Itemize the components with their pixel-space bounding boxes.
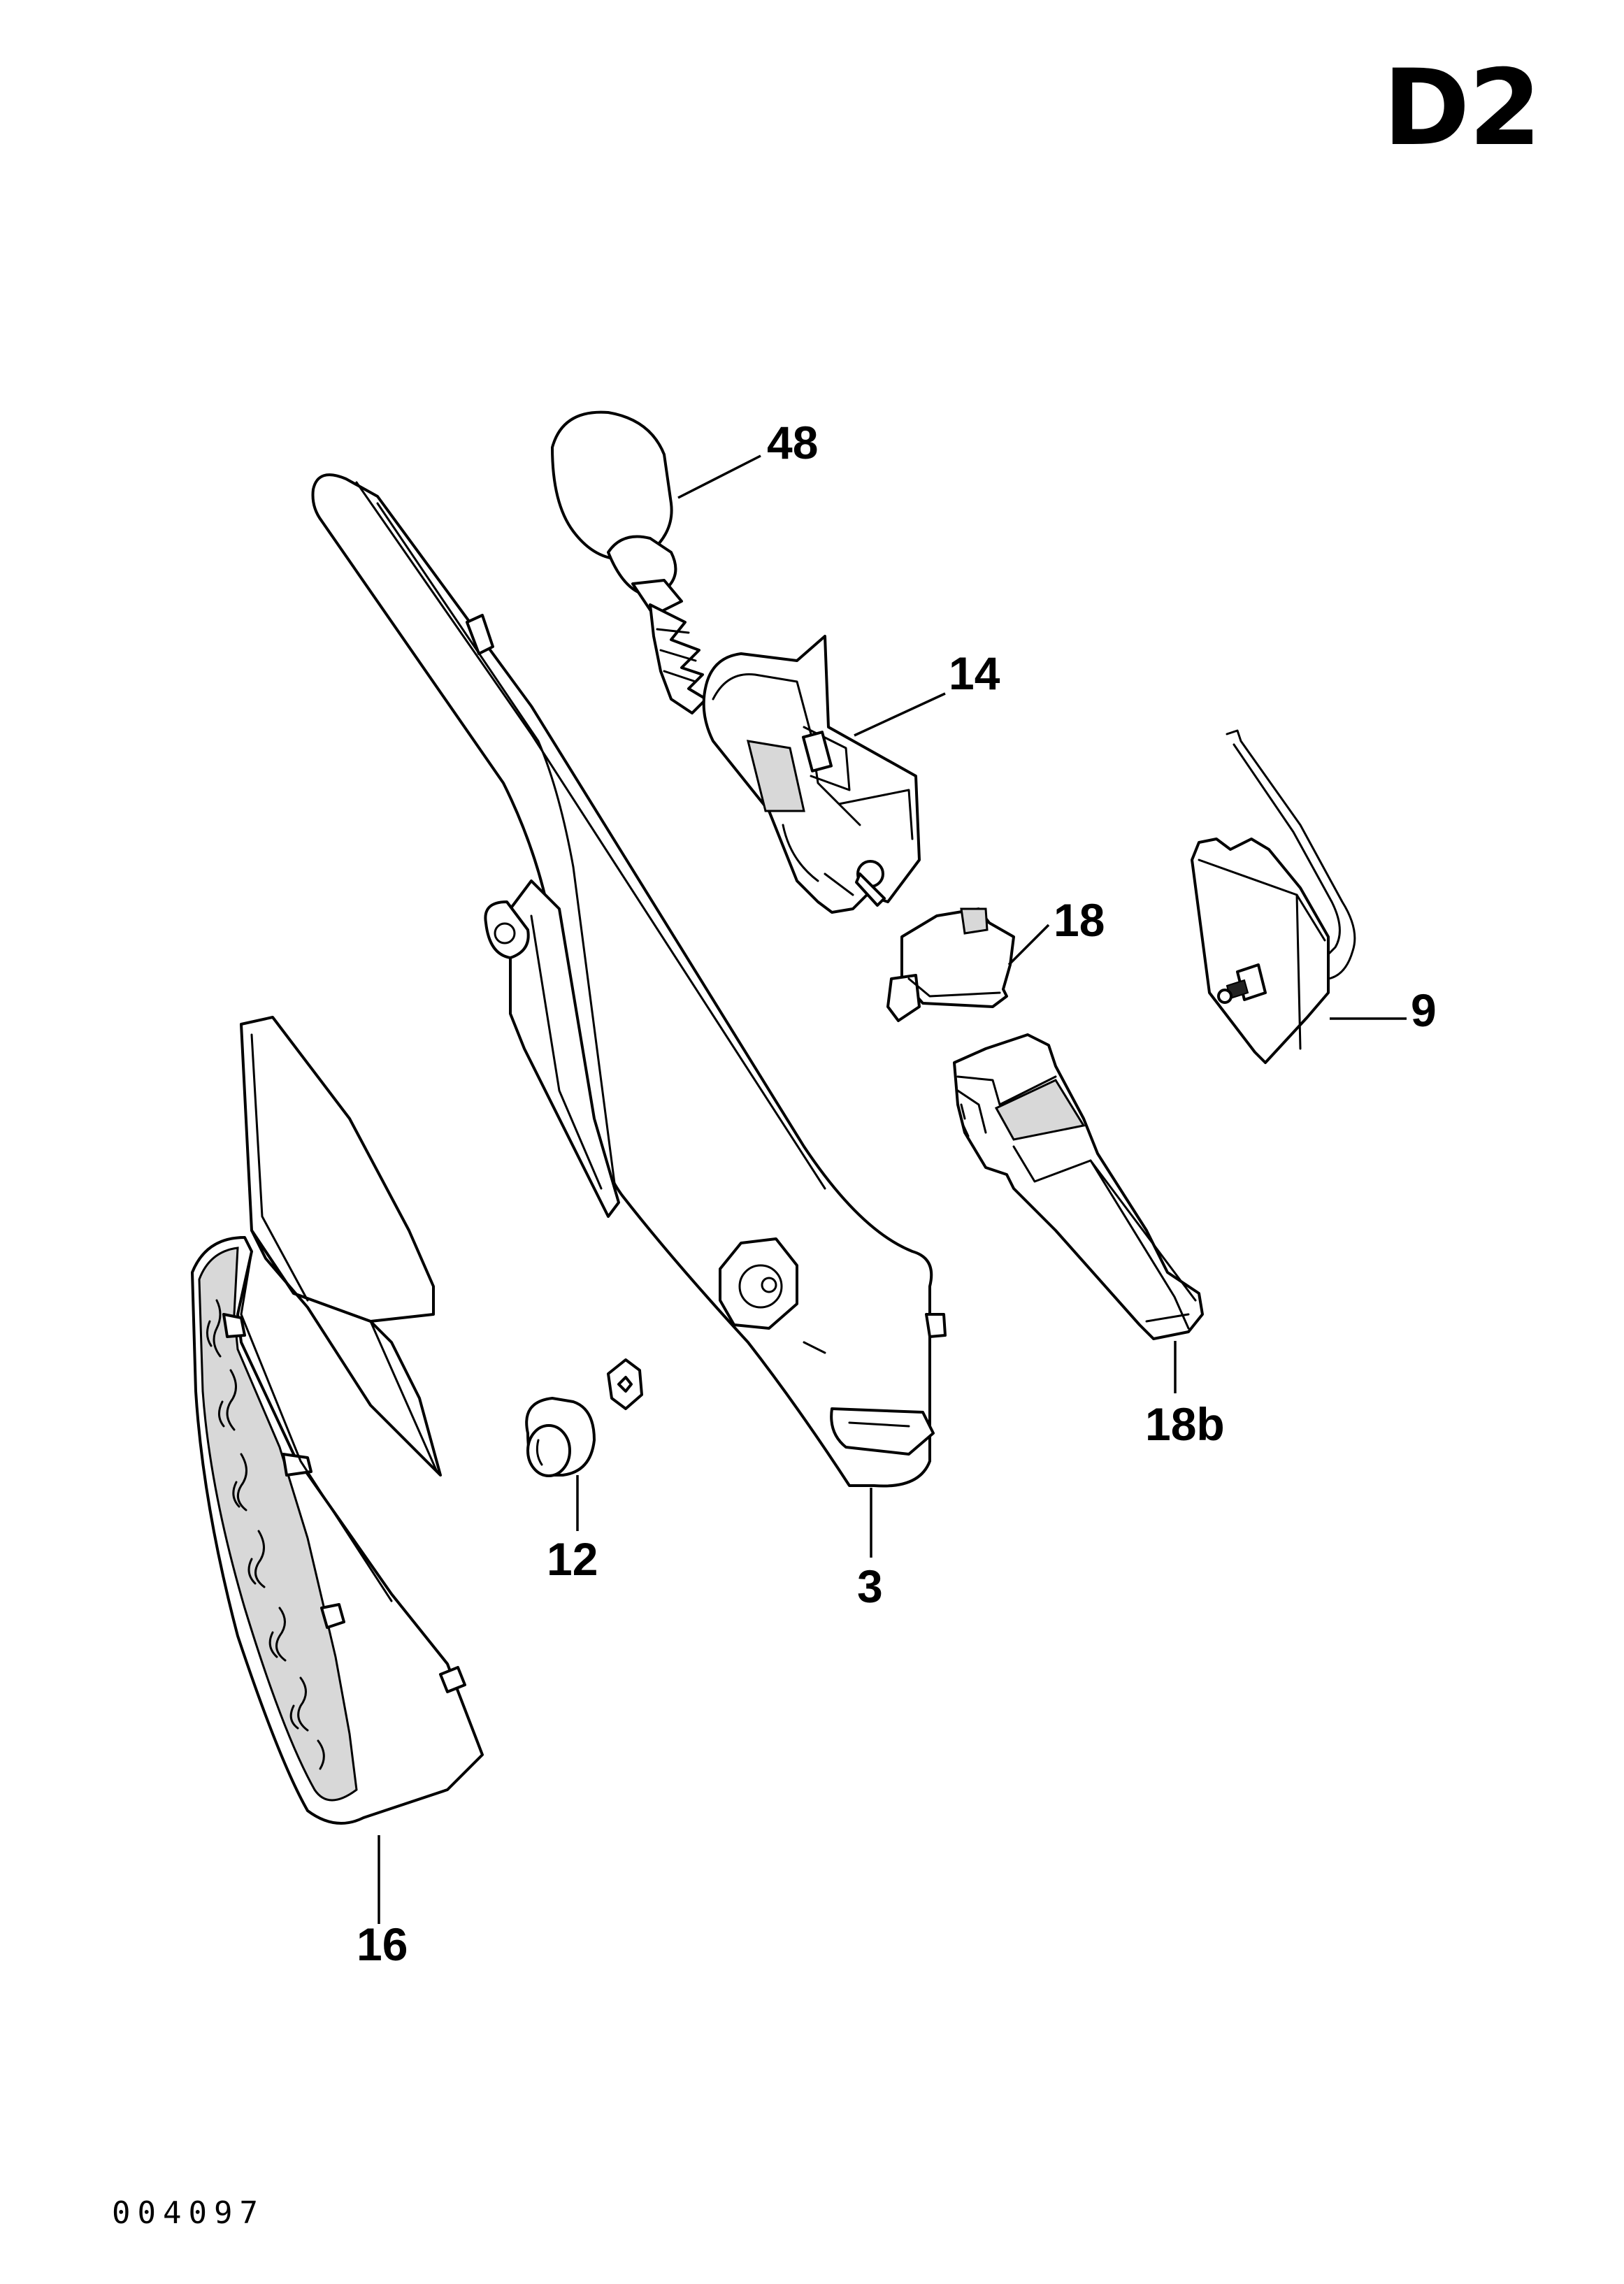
part-16-pedal-pad: [191, 1236, 484, 1825]
callout-14: 14: [949, 647, 1000, 699]
callout-12: 12: [547, 1533, 598, 1585]
part-48-knob: [551, 410, 707, 714]
leader-48: [677, 454, 761, 499]
part-3-pedal-lever: [311, 473, 947, 1488]
part-18b-slider: [953, 1033, 1204, 1340]
callout-9: 9: [1411, 984, 1437, 1036]
part-9-microswitch: [1191, 729, 1356, 1064]
leader-18: [1007, 924, 1050, 966]
leader-14: [854, 692, 946, 737]
document-id: 004097: [112, 2195, 265, 2231]
part-14-switch: [702, 635, 921, 914]
callout-18b: 18b: [1145, 1398, 1225, 1450]
callout-3: 3: [857, 1560, 883, 1612]
page-code: D2: [1383, 48, 1542, 169]
part-12-bushing: [525, 1358, 643, 1477]
part-18-cam: [886, 907, 1015, 1022]
leader-lines: [378, 454, 1407, 1924]
callout-48: 48: [767, 417, 819, 468]
callout-16: 16: [357, 1918, 408, 1970]
callout-18: 18: [1054, 894, 1105, 946]
cover-plate: [240, 1016, 442, 1477]
